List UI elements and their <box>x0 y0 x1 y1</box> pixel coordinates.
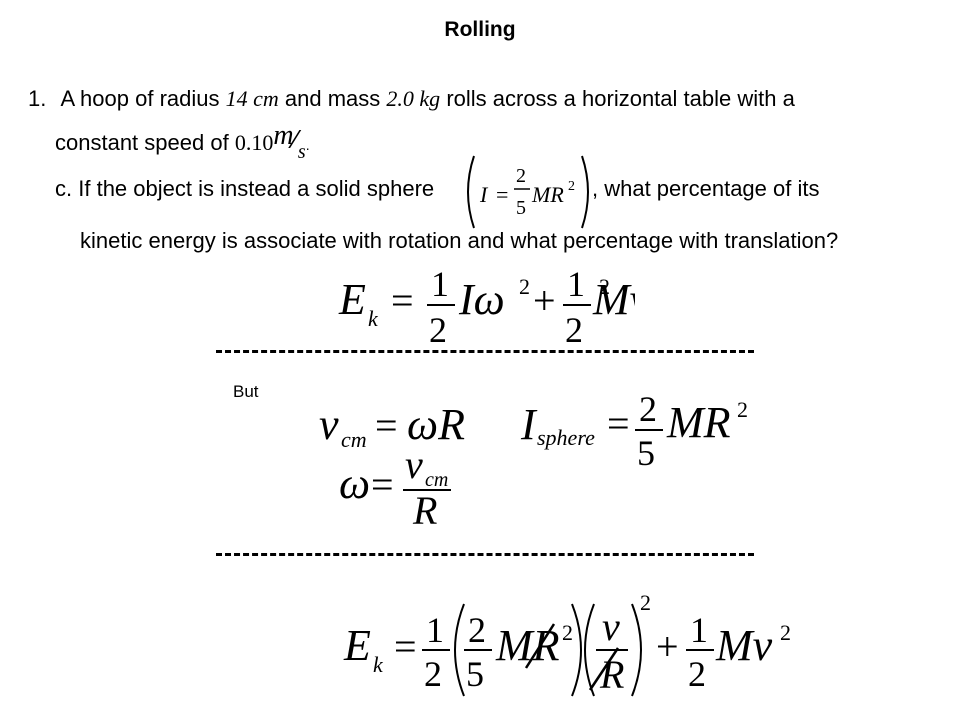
sub-half-den-2: 2 <box>688 654 706 694</box>
kinetic-energy-equation: E k = 1 2 Iω 2 + 1 2 Mv <box>338 264 635 348</box>
sub-v: v <box>602 604 620 649</box>
but-label: But <box>233 382 259 401</box>
omega-square: 2 <box>519 274 530 299</box>
problem-line-2: constant speed of 0.10m⁄s. <box>55 120 310 163</box>
omega-symbol: ω <box>339 459 370 508</box>
svg-text:=: = <box>496 182 508 207</box>
svg-text:=: = <box>391 278 414 323</box>
isphere-equation: I sphere = 2 5 MR 2 <box>520 389 748 470</box>
svg-text:+: + <box>656 624 679 669</box>
ek-symbol: E <box>338 275 366 324</box>
problem-line-4: kinetic energy is associate with rotatio… <box>80 228 839 253</box>
isphere-symbol: I <box>520 400 538 449</box>
mass-value: 2.0 kg <box>386 86 441 111</box>
part-text-b: , what percentage of its <box>592 176 820 201</box>
problem-text-b: and mass <box>284 86 381 111</box>
sub-mv: Mv <box>715 621 773 670</box>
vcm-equation: v cm = ωR <box>319 400 465 452</box>
inertia-rhs: MR <box>531 182 564 207</box>
sub-mr-sq: 2 <box>562 620 573 645</box>
sub-ek-symbol: E <box>343 621 371 670</box>
sub-half-num-2: 1 <box>690 610 708 650</box>
speed-unit-num: m <box>273 120 294 151</box>
part-text-a: If the object is instead a solid sphere <box>78 176 435 201</box>
sub-half-den-1: 2 <box>424 654 442 694</box>
sub-half-num-1: 1 <box>426 610 444 650</box>
speed-value: 0.10 <box>234 130 274 155</box>
inertia-lhs: I <box>479 182 489 207</box>
svg-text:=: = <box>394 624 417 669</box>
mv-term: Mv <box>592 275 635 324</box>
inertia-num: 2 <box>516 165 526 187</box>
sub-five: 5 <box>466 654 484 694</box>
half-num-2: 1 <box>567 264 585 304</box>
problem-line-1: 1. A hoop of radius 14 cm and mass 2.0 k… <box>28 88 795 110</box>
inertia-formula: I = 2 5 MR 2 <box>467 155 589 229</box>
cancel-stroke-r2 <box>524 623 556 669</box>
isphere-sq: 2 <box>737 397 748 422</box>
problem-text-a: A hoop of radius <box>60 86 220 111</box>
problem-text-c: rolls across a horizontal table with a <box>446 86 795 111</box>
isphere-subscript: sphere <box>537 425 595 450</box>
substituted-equation: E k = 1 2 2 5 MR 2 v R 2 + 1 2 Mv 2 <box>343 590 791 697</box>
omega-equation: ω = v cm R <box>339 448 451 528</box>
vcm-subscript: cm <box>341 427 367 452</box>
sub-ek-subscript: k <box>373 652 384 677</box>
vcm-symbol: v <box>319 400 339 449</box>
problem-line-3: c. If the object is instead a solid sphe… <box>55 178 434 200</box>
ek-subscript: k <box>368 306 379 331</box>
inertia-sq: 2 <box>568 179 575 194</box>
svg-text:=: = <box>375 403 398 448</box>
svg-text:=: = <box>371 462 394 507</box>
speed-unit-den: s <box>297 141 306 163</box>
isphere-den: 5 <box>637 433 655 470</box>
dashed-divider-1 <box>216 350 754 353</box>
svg-text:2: 2 <box>599 274 610 299</box>
radius-value: 14 cm <box>225 86 279 111</box>
svg-text:=: = <box>607 401 630 446</box>
sub-paren-sq: 2 <box>640 590 651 615</box>
sub-two: 2 <box>468 610 486 650</box>
v-square-exp: 2 <box>599 274 610 299</box>
half-num-1: 1 <box>431 264 449 304</box>
half-den-1: 2 <box>429 310 447 348</box>
dashed-divider-2 <box>216 553 754 556</box>
omega-num-v: v <box>405 448 423 487</box>
omega-den-r: R <box>412 488 437 528</box>
page-title: Rolling <box>444 18 516 41</box>
problem-text-speed: constant speed of <box>55 130 229 155</box>
omega-r: ωR <box>407 400 465 449</box>
part-label: c. <box>55 176 73 201</box>
inertia-den: 5 <box>516 197 526 219</box>
half-den-2: 2 <box>565 310 583 348</box>
isphere-mr: MR <box>666 398 731 447</box>
svg-text:+: + <box>533 278 556 323</box>
omega-num-sub: cm <box>425 469 448 491</box>
speed-unit-slash: ⁄ <box>293 124 298 154</box>
isphere-num: 2 <box>639 389 657 429</box>
problem-number: 1. <box>28 86 47 111</box>
i-omega: Iω <box>458 275 505 324</box>
sub-mv-sq: 2 <box>780 620 791 645</box>
cancel-stroke-r <box>588 647 620 691</box>
sub-mr: MR <box>495 621 560 670</box>
